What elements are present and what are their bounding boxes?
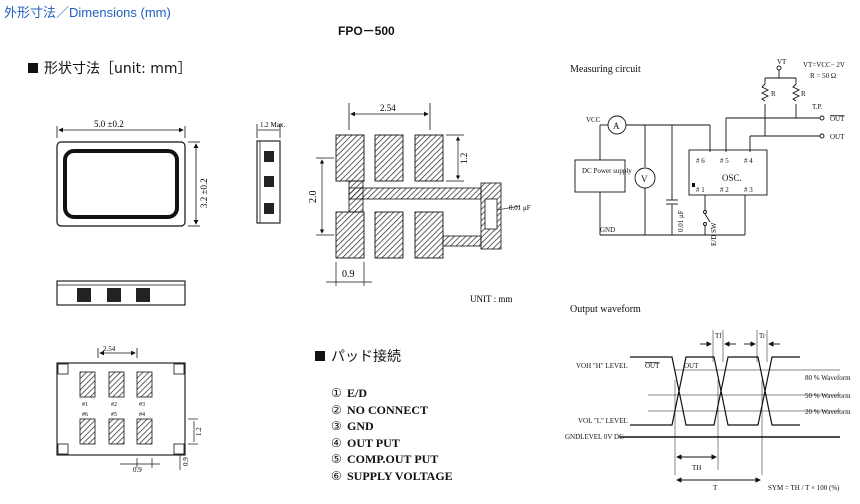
osc-pin-5: # 5 [720,157,729,165]
measuring-circuit: Measuring circuit VT VT=VCC− 2V R = 50 Ω… [570,58,845,246]
bottom-pitch-label: 2.54 [103,345,116,353]
pad-number: ⑥ [331,468,342,483]
pad-label: OUT PUT [347,435,400,450]
pad-span-label: 2.0 [308,191,319,204]
tr-label: Tr [759,332,766,340]
list-item: ③ GND [331,418,453,435]
measuring-circuit-title: Measuring circuit [570,64,641,75]
osc-label: OSC. [722,173,742,183]
dimensions-section-title: 形状寸法［unit: mm］ [28,58,192,78]
bottom-pad-height-label: 1.2 [195,427,203,436]
list-item: ⑤ COMP.OUT PUT [331,451,453,468]
package-bottom-view: 2.54 #1 #2 #3 #6 #5 #4 1.2 0.9 0.9 [56,345,203,474]
ed-switch-label: E/D SW [710,222,718,246]
width-dimension-label: 5.0 ±0.2 [94,119,124,129]
voltmeter-icon: V [641,174,648,184]
osc-pin-2: # 2 [720,186,729,194]
p50-label: 50 % Waveform [805,392,851,400]
package-top-view: 5.0 ±0.2 3.2 ±0.2 [56,119,209,227]
bullet-square-icon [315,351,325,361]
height-dimension-label: 3.2 ±0.2 [199,178,209,208]
dimensions-title-text: 形状寸法［unit: mm］ [44,61,192,77]
pads-section-title: パッド接続 [315,346,401,366]
bottom-pad-width-label: 0.9 [133,466,142,474]
bottom-gap-label: 0.9 [182,457,190,466]
unit-note: UNIT : mm [470,294,512,304]
pad-label: COMP.OUT PUT [347,452,439,466]
list-item: ① E/D [331,385,453,402]
dc-power-label: DC Power supply [582,167,632,175]
package-side-view: 1.2 Max. [256,121,285,224]
pads-title-text: パッド接続 [331,349,401,365]
package-front-view [56,280,186,306]
pad-number: ① [331,386,342,400]
model-name: FPO－500 [338,24,395,38]
resistor-2-label: R [801,90,806,98]
resistor-1-label: R [771,90,776,98]
pin-label-4: #4 [139,412,145,418]
max-height-label: 1.2 Max. [260,121,285,129]
osc-pin-3: # 3 [744,186,753,194]
wave-out-label: OUT [684,362,699,370]
pin-label-1: #1 [82,402,88,408]
pad-number: ③ [331,419,342,433]
output-waveform: Output waveform Tf Tr TH T VOH "H" LEVEL… [565,304,851,492]
tf-label: Tf [715,332,722,340]
pad-number: ② [331,402,342,417]
th-label: TH [692,464,701,472]
pad-label: GND [347,419,374,433]
vt-label: VT [777,58,787,66]
circuit-cap-label: 0.01 μF [677,210,685,232]
out-bar-label: OUT [830,115,845,123]
p20-label: 20 % Waveform [805,408,851,416]
waveform-title: Output waveform [570,304,641,315]
page-title: 外形寸法／Dimensions (mm) [4,5,171,20]
pin-label-6: #6 [82,412,88,418]
pad-number: ⑤ [331,452,342,466]
osc-pin-4: # 4 [744,157,753,165]
t-label: T [713,484,718,492]
land-capacitor-label: 0.01 μF [509,204,531,212]
r-value: R = 50 Ω [810,72,836,80]
pad-width-label: 0.9 [342,269,355,280]
bullet-square-icon [28,63,38,73]
vcc-label: VCC [586,116,601,124]
sym-formula: SYM = TH / T × 100 (%) [768,484,840,492]
list-item: ⑥ SUPPLY VOLTAGE [331,468,453,485]
p80-label: 80 % Waveform [805,374,851,382]
pin-label-2: #2 [111,402,117,408]
wave-out-bar-label: OUT [645,362,660,370]
pad-connection-list: ① E/D ② NO CONNECT ③ GND ④ OUT PUT ⑤ COMP.OUT… [331,385,453,484]
list-item: ④ OUT PUT [331,435,453,452]
list-item: ② NO CONNECT [331,402,453,419]
pad-label: E/D [347,386,368,400]
osc-pin-6: # 6 [696,157,705,165]
vol-label: VOL "L" LEVEL [578,417,628,425]
voh-label: VOH "H" LEVEL [576,362,628,370]
osc-pin-1: # 1 [696,186,705,194]
pad-label: NO CONNECT [347,402,429,417]
pin-label-5: #5 [111,412,117,418]
land-pattern: 2.54 0.01 μF 1.2 2.0 0.9 [308,103,531,286]
vt-formula: VT=VCC− 2V [803,61,845,69]
pin-label-3: #3 [139,402,145,408]
pad-label: SUPPLY VOLTAGE [347,468,453,483]
out-label: OUT [830,133,845,141]
gnd-label: GND [600,226,615,234]
pad-pitch-label: 2.54 [380,103,396,113]
gnd-level-label: GNDLEVEL 0V DC [565,433,624,441]
pad-number: ④ [331,435,342,450]
tp-label: T.P. [812,103,823,111]
pad-height-label: 1.2 [459,153,469,164]
ammeter-icon: A [613,121,620,131]
